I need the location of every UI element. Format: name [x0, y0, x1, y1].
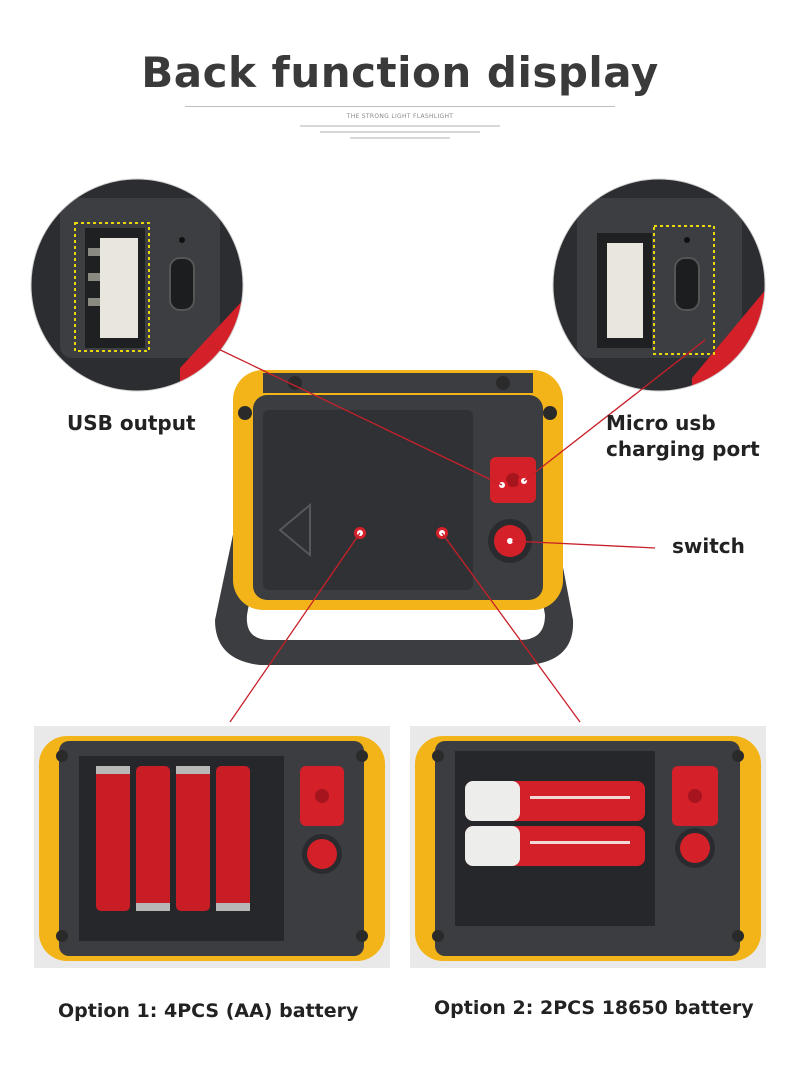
micro-usb-zoom [552, 178, 766, 392]
usb-output-zoom [30, 178, 244, 392]
switch-label: switch [672, 534, 745, 558]
page-title: Back function display [141, 48, 659, 97]
option2-18650-battery-photo [410, 726, 766, 968]
fine-print-line [320, 131, 480, 133]
usb-output-label: USB output [67, 411, 196, 435]
title-divider [185, 106, 615, 107]
page-subtitle: THE STRONG LIGHT FLASHLIGHT [346, 113, 454, 120]
option1-aa-battery-photo [34, 726, 390, 968]
fine-print-line [350, 137, 450, 139]
micro-usb-label-line1: Micro usb [606, 411, 716, 435]
device-back-view [215, 370, 574, 665]
fine-print-line [300, 125, 500, 127]
option2-caption: Option 2: 2PCS 18650 battery [434, 997, 754, 1019]
micro-usb-label-line2: charging port [606, 437, 760, 461]
option1-caption: Option 1: 4PCS (AA) battery [58, 1000, 359, 1022]
